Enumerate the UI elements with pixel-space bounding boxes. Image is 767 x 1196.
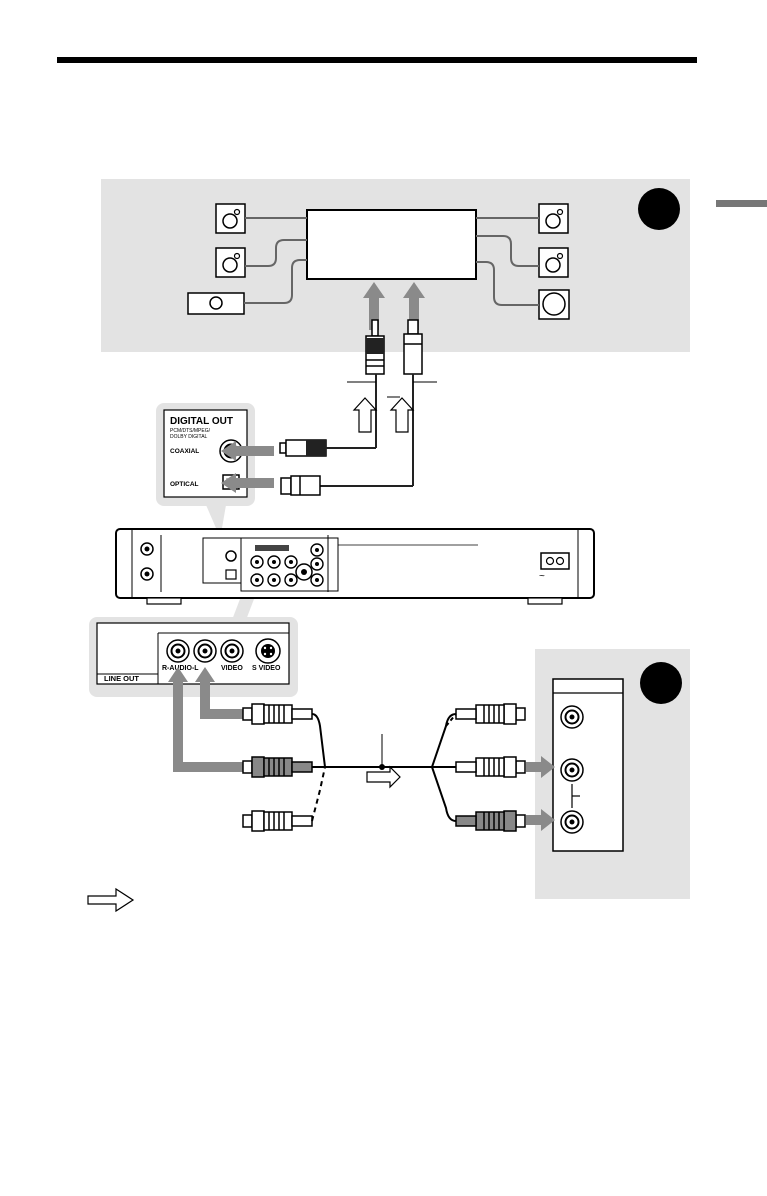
s-video-label: S VIDEO bbox=[252, 665, 281, 672]
rear-left-speaker-icon bbox=[216, 248, 245, 277]
s-video-jack-icon bbox=[256, 639, 280, 663]
video-label: VIDEO bbox=[221, 665, 243, 672]
line-out-callout: LINE OUT R-AUDIO-L VIDEO S VIDEO bbox=[89, 599, 298, 697]
rear-right-speaker-icon bbox=[539, 248, 568, 277]
audio-plug-right-red bbox=[456, 811, 525, 831]
front-right-speaker-icon bbox=[539, 204, 568, 233]
audio-l-jack-icon bbox=[194, 640, 216, 662]
digital-out-title: DIGITAL OUT bbox=[170, 416, 233, 427]
tv-audio-r-in-jack-icon bbox=[561, 811, 583, 833]
video-plug-left-dashed bbox=[243, 811, 312, 831]
line-out-label: LINE OUT bbox=[104, 674, 139, 683]
coaxial-plug-horizontal bbox=[280, 440, 349, 456]
digital-out-callout: DIGITAL OUT PCM/DTS/MPEG/ DOLBY DIGITAL … bbox=[156, 403, 255, 528]
audio-plug-right-dashed bbox=[456, 704, 525, 724]
audio-plug-left-white bbox=[243, 704, 312, 724]
audio-plug-left-red bbox=[243, 757, 312, 777]
av-amplifier-box bbox=[307, 210, 476, 279]
ac-mains-symbol: ~ bbox=[539, 571, 545, 582]
signal-flow-arrow-analog bbox=[367, 767, 400, 787]
digital-out-subtitle-2: DOLBY DIGITAL bbox=[170, 434, 208, 440]
badge-a-icon bbox=[638, 188, 680, 230]
section-top-rule bbox=[57, 57, 697, 63]
side-tab-marker bbox=[716, 200, 767, 207]
subwoofer-icon bbox=[539, 290, 569, 319]
video-jack-icon bbox=[221, 640, 243, 662]
center-speaker-icon bbox=[188, 293, 244, 314]
coaxial-label: COAXIAL bbox=[170, 448, 199, 455]
optical-label: OPTICAL bbox=[170, 481, 199, 488]
r-audio-l-label: R-AUDIO-L bbox=[162, 665, 199, 672]
tv-audio-l-in-jack-icon bbox=[561, 759, 583, 781]
signal-flow-legend-icon bbox=[88, 889, 133, 911]
badge-b-icon bbox=[640, 662, 682, 704]
audio-plug-right-white bbox=[456, 757, 525, 777]
tv-video-in-jack-icon bbox=[561, 706, 583, 728]
optical-plug-horizontal bbox=[281, 476, 320, 495]
audio-r-jack-icon bbox=[167, 640, 189, 662]
digital-leader-lines bbox=[347, 382, 437, 397]
front-left-speaker-icon bbox=[216, 204, 245, 233]
signal-flow-arrows-digital bbox=[354, 398, 413, 432]
dvd-player-rear: ~ bbox=[116, 529, 594, 604]
